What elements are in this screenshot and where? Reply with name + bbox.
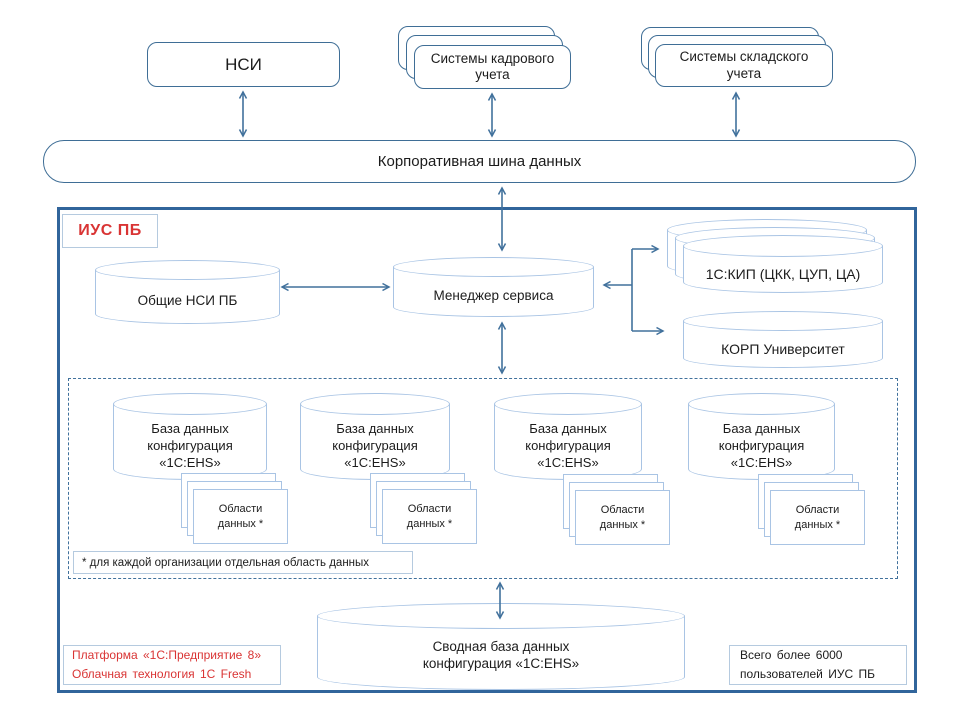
data-area-box: Области данных * bbox=[193, 489, 288, 544]
cylinder-top bbox=[300, 393, 450, 415]
db-label-line: конфигурация bbox=[718, 438, 805, 454]
ius-pb-frame bbox=[57, 207, 917, 693]
data-areas-stack: Области данных * bbox=[758, 474, 865, 545]
shared-nsi-label: Общие НСИ ПБ bbox=[137, 292, 238, 308]
data-areas-stack: Области данных * bbox=[563, 474, 670, 545]
data-area-line: данных * bbox=[794, 518, 841, 531]
nsi-label: НСИ bbox=[225, 54, 262, 74]
platform-note-line: Облачная технология 1С Fresh bbox=[72, 667, 252, 681]
db-label: База данных конфигурация «1С:EHS» bbox=[300, 415, 450, 478]
data-areas-stack: Области данных * bbox=[181, 473, 288, 544]
cylinder-body bbox=[494, 404, 642, 480]
consolidated-db-line: конфигурация «1С:EHS» bbox=[422, 655, 580, 671]
corporate-bus: Корпоративная шина данных bbox=[43, 140, 916, 183]
cylinder-top bbox=[113, 393, 267, 415]
db-label-line: «1С:EHS» bbox=[730, 454, 793, 470]
footnote-text: * для каждой организации отдельная облас… bbox=[82, 556, 370, 569]
db-label-line: База данных bbox=[529, 421, 607, 437]
shared-nsi-cylinder: Общие НСИ ПБ bbox=[95, 260, 280, 324]
cylinder-top bbox=[688, 393, 835, 415]
nsi-box: НСИ bbox=[147, 42, 340, 87]
cylinder-body bbox=[393, 267, 594, 317]
kip-label: 1С:КИП (ЦКК, ЦУП, ЦА) bbox=[705, 266, 861, 282]
users-note-box: Всего более 6000 пользователей ИУС ПБ bbox=[729, 645, 907, 685]
hr-systems-stack: Системы кадрового учета bbox=[398, 26, 572, 90]
db-cylinder: База данных конфигурация «1С:EHS» bbox=[494, 393, 642, 480]
warehouse-systems-label: Системы складского учета bbox=[679, 49, 809, 81]
consolidated-db-label: Сводная база данных конфигурация «1С:EHS… bbox=[317, 629, 685, 688]
data-area-box: Области данных * bbox=[575, 490, 670, 545]
data-area-box: Области данных * bbox=[770, 490, 865, 545]
ius-pb-title-box: ИУС ПБ bbox=[62, 214, 158, 248]
db-label-line: конфигурация bbox=[525, 438, 611, 454]
db-label: База данных конфигурация «1С:EHS» bbox=[113, 415, 267, 478]
platform-note-line: Платформа «1С:Предприятие 8» bbox=[72, 647, 261, 662]
data-area-line: Области bbox=[218, 503, 263, 516]
db-label: База данных конфигурация «1С:EHS» bbox=[494, 415, 642, 478]
data-area-line: Области bbox=[600, 504, 645, 517]
cylinder-top bbox=[683, 311, 883, 331]
databases-group bbox=[68, 378, 898, 579]
service-manager-label: Менеджер сервиса bbox=[433, 287, 554, 303]
data-area-line: Области bbox=[795, 504, 840, 517]
data-area-box: Области данных * bbox=[382, 489, 477, 544]
consolidated-db-line: Сводная база данных bbox=[432, 639, 570, 655]
data-areas-stack: Области данных * bbox=[370, 473, 477, 544]
cylinder-top bbox=[95, 260, 280, 280]
data-area-line: данных * bbox=[406, 517, 453, 530]
kip-cylinder: 1С:КИП (ЦКК, ЦУП, ЦА) bbox=[683, 235, 883, 293]
cylinder-top bbox=[393, 257, 594, 277]
db-cylinder: База данных конфигурация «1С:EHS» bbox=[300, 393, 450, 480]
ius-pb-title: ИУС ПБ bbox=[78, 222, 142, 239]
db-cylinder: База данных конфигурация «1С:EHS» bbox=[113, 393, 267, 480]
cylinder-top bbox=[494, 393, 642, 415]
footnote-box: * для каждой организации отдельная облас… bbox=[73, 551, 413, 574]
db-cylinder: База данных конфигурация «1С:EHS» bbox=[688, 393, 835, 480]
cylinder-body bbox=[688, 404, 835, 480]
data-area-line: данных * bbox=[217, 517, 264, 530]
warehouse-systems-stack: Системы складского учета bbox=[641, 27, 834, 88]
db-label-line: «1С:EHS» bbox=[159, 454, 221, 470]
db-label-line: «1С:EHS» bbox=[344, 454, 406, 470]
kip-cylinder-stack: 1С:КИП (ЦКК, ЦУП, ЦА) bbox=[667, 219, 883, 293]
hr-systems-label: Системы кадрового учета bbox=[430, 50, 555, 82]
data-area-line: Области bbox=[407, 503, 452, 516]
korp-university-cylinder: КОРП Университет bbox=[683, 311, 883, 368]
db-label-line: База данных bbox=[722, 421, 801, 437]
db-label-line: «1С:EHS» bbox=[537, 454, 599, 470]
service-manager-cylinder: Менеджер сервиса bbox=[393, 257, 594, 317]
db-label-line: конфигурация bbox=[332, 438, 418, 454]
users-note-line: Всего более 6000 bbox=[740, 647, 843, 662]
db-label-line: База данных bbox=[336, 421, 414, 437]
db-label-line: База данных bbox=[151, 421, 229, 437]
platform-note-box: Платформа «1С:Предприятие 8» Облачная те… bbox=[63, 645, 281, 685]
cylinder-top bbox=[317, 603, 685, 629]
users-note-line: пользователей ИУС ПБ bbox=[740, 667, 875, 681]
warehouse-systems-box: Системы складского учета bbox=[655, 44, 833, 87]
corporate-bus-label: Корпоративная шина данных bbox=[377, 153, 582, 170]
cylinder-top bbox=[683, 235, 883, 257]
consolidated-db-cylinder: Сводная база данных конфигурация «1С:EHS… bbox=[317, 603, 685, 690]
data-area-line: данных * bbox=[599, 518, 646, 531]
db-label-line: конфигурация bbox=[147, 438, 233, 454]
hr-systems-box: Системы кадрового учета bbox=[414, 45, 571, 89]
db-label: База данных конфигурация «1С:EHS» bbox=[688, 415, 835, 478]
korp-university-label: КОРП Университет bbox=[721, 340, 845, 357]
